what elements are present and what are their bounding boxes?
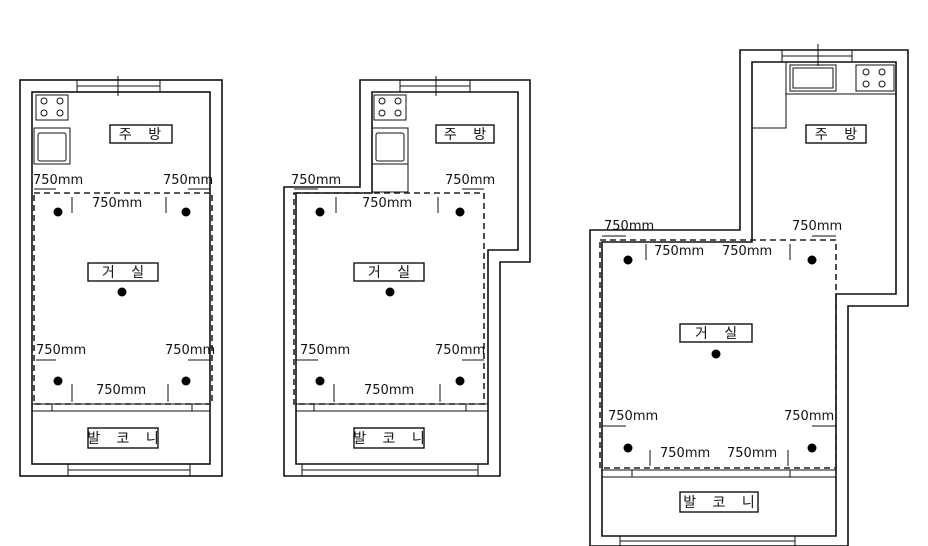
dim-label: 750mm	[654, 244, 704, 259]
counter	[751, 61, 787, 129]
living-label: 거 실	[695, 326, 743, 342]
light-point	[181, 376, 191, 386]
balcony-label-box	[679, 491, 759, 513]
kitchen-label-box	[435, 124, 495, 144]
light-point	[385, 287, 395, 297]
dim-label: 750mm	[33, 173, 83, 188]
window-bottom	[67, 463, 191, 477]
sink-icon	[789, 64, 837, 92]
living-label-box	[353, 262, 425, 282]
living-label: 거 실	[102, 265, 150, 281]
kitchen-label-box	[805, 124, 867, 144]
dimension-arrows	[294, 188, 484, 402]
dim-label: 750mm	[36, 343, 86, 358]
living-area-outline	[599, 239, 837, 469]
living-area-outline	[33, 192, 213, 405]
sink-icon	[33, 127, 71, 165]
dim-label: 750mm	[96, 383, 146, 398]
sink-icon	[371, 127, 409, 193]
window-bottom	[301, 463, 479, 477]
dim-label: 750mm	[165, 343, 215, 358]
dimension-arrows	[602, 235, 836, 466]
light-point	[53, 207, 63, 217]
balcony-label-box	[353, 427, 425, 449]
dim-label: 750mm	[445, 173, 495, 188]
floor-plan-2: 주 방 750mm 750mm 750mm 750mm 750mm 750mm …	[283, 76, 531, 477]
dim-label: 750mm	[784, 409, 834, 424]
outer-wall	[589, 49, 909, 546]
balcony-label: 발 코 니	[353, 431, 431, 447]
kitchen-label-box	[109, 124, 173, 144]
dim-label: 750mm	[435, 343, 485, 358]
light-point	[623, 443, 633, 453]
light-point	[455, 376, 465, 386]
kitchen-label: 주 방	[444, 127, 492, 143]
balcony-window	[296, 403, 488, 412]
kitchen-label: 주 방	[815, 127, 863, 143]
dim-label: 750mm	[362, 196, 412, 211]
living-label-box	[679, 323, 753, 343]
stove-icon	[373, 94, 407, 121]
light-point	[181, 207, 191, 217]
living-label-box	[87, 262, 159, 282]
light-point	[807, 255, 817, 265]
dimension-arrows	[34, 188, 210, 402]
dim-label: 750mm	[722, 244, 772, 259]
dim-label: 750mm	[300, 343, 350, 358]
window-top	[399, 76, 471, 96]
window-top	[76, 76, 161, 96]
stove-icon	[35, 94, 69, 121]
light-point	[315, 376, 325, 386]
dim-label: 750mm	[608, 409, 658, 424]
kitchen-label: 주 방	[119, 127, 167, 143]
light-point	[53, 376, 63, 386]
light-point	[117, 287, 127, 297]
balcony-window	[32, 403, 210, 412]
inner-wall	[601, 61, 897, 537]
dim-label: 750mm	[163, 173, 213, 188]
living-area-outline	[293, 192, 485, 405]
light-point	[807, 443, 817, 453]
dim-label: 750mm	[92, 196, 142, 211]
light-point	[315, 207, 325, 217]
balcony-label: 발 코 니	[683, 495, 761, 511]
light-point	[711, 349, 721, 359]
dim-label: 750mm	[727, 446, 777, 461]
balcony-window	[602, 469, 836, 478]
light-point	[623, 255, 633, 265]
stove-icon	[855, 64, 895, 92]
floor-plan-1: 주 방 750mm 750mm 750mm 750mm 750mm 750mm …	[19, 76, 223, 477]
dim-label: 750mm	[604, 219, 654, 234]
dim-label: 750mm	[364, 383, 414, 398]
light-point	[455, 207, 465, 217]
counter	[785, 61, 897, 95]
dim-label: 750mm	[291, 173, 341, 188]
balcony-label: 발 코 니	[87, 431, 165, 447]
dim-label: 750mm	[660, 446, 710, 461]
balcony-label-box	[87, 427, 159, 449]
dim-label: 750mm	[792, 219, 842, 234]
window-bottom	[619, 535, 796, 546]
living-label: 거 실	[368, 265, 416, 281]
floor-plan-3: 주 방 750mm 750mm 750mm 750mm 750mm 750mm …	[589, 44, 909, 546]
